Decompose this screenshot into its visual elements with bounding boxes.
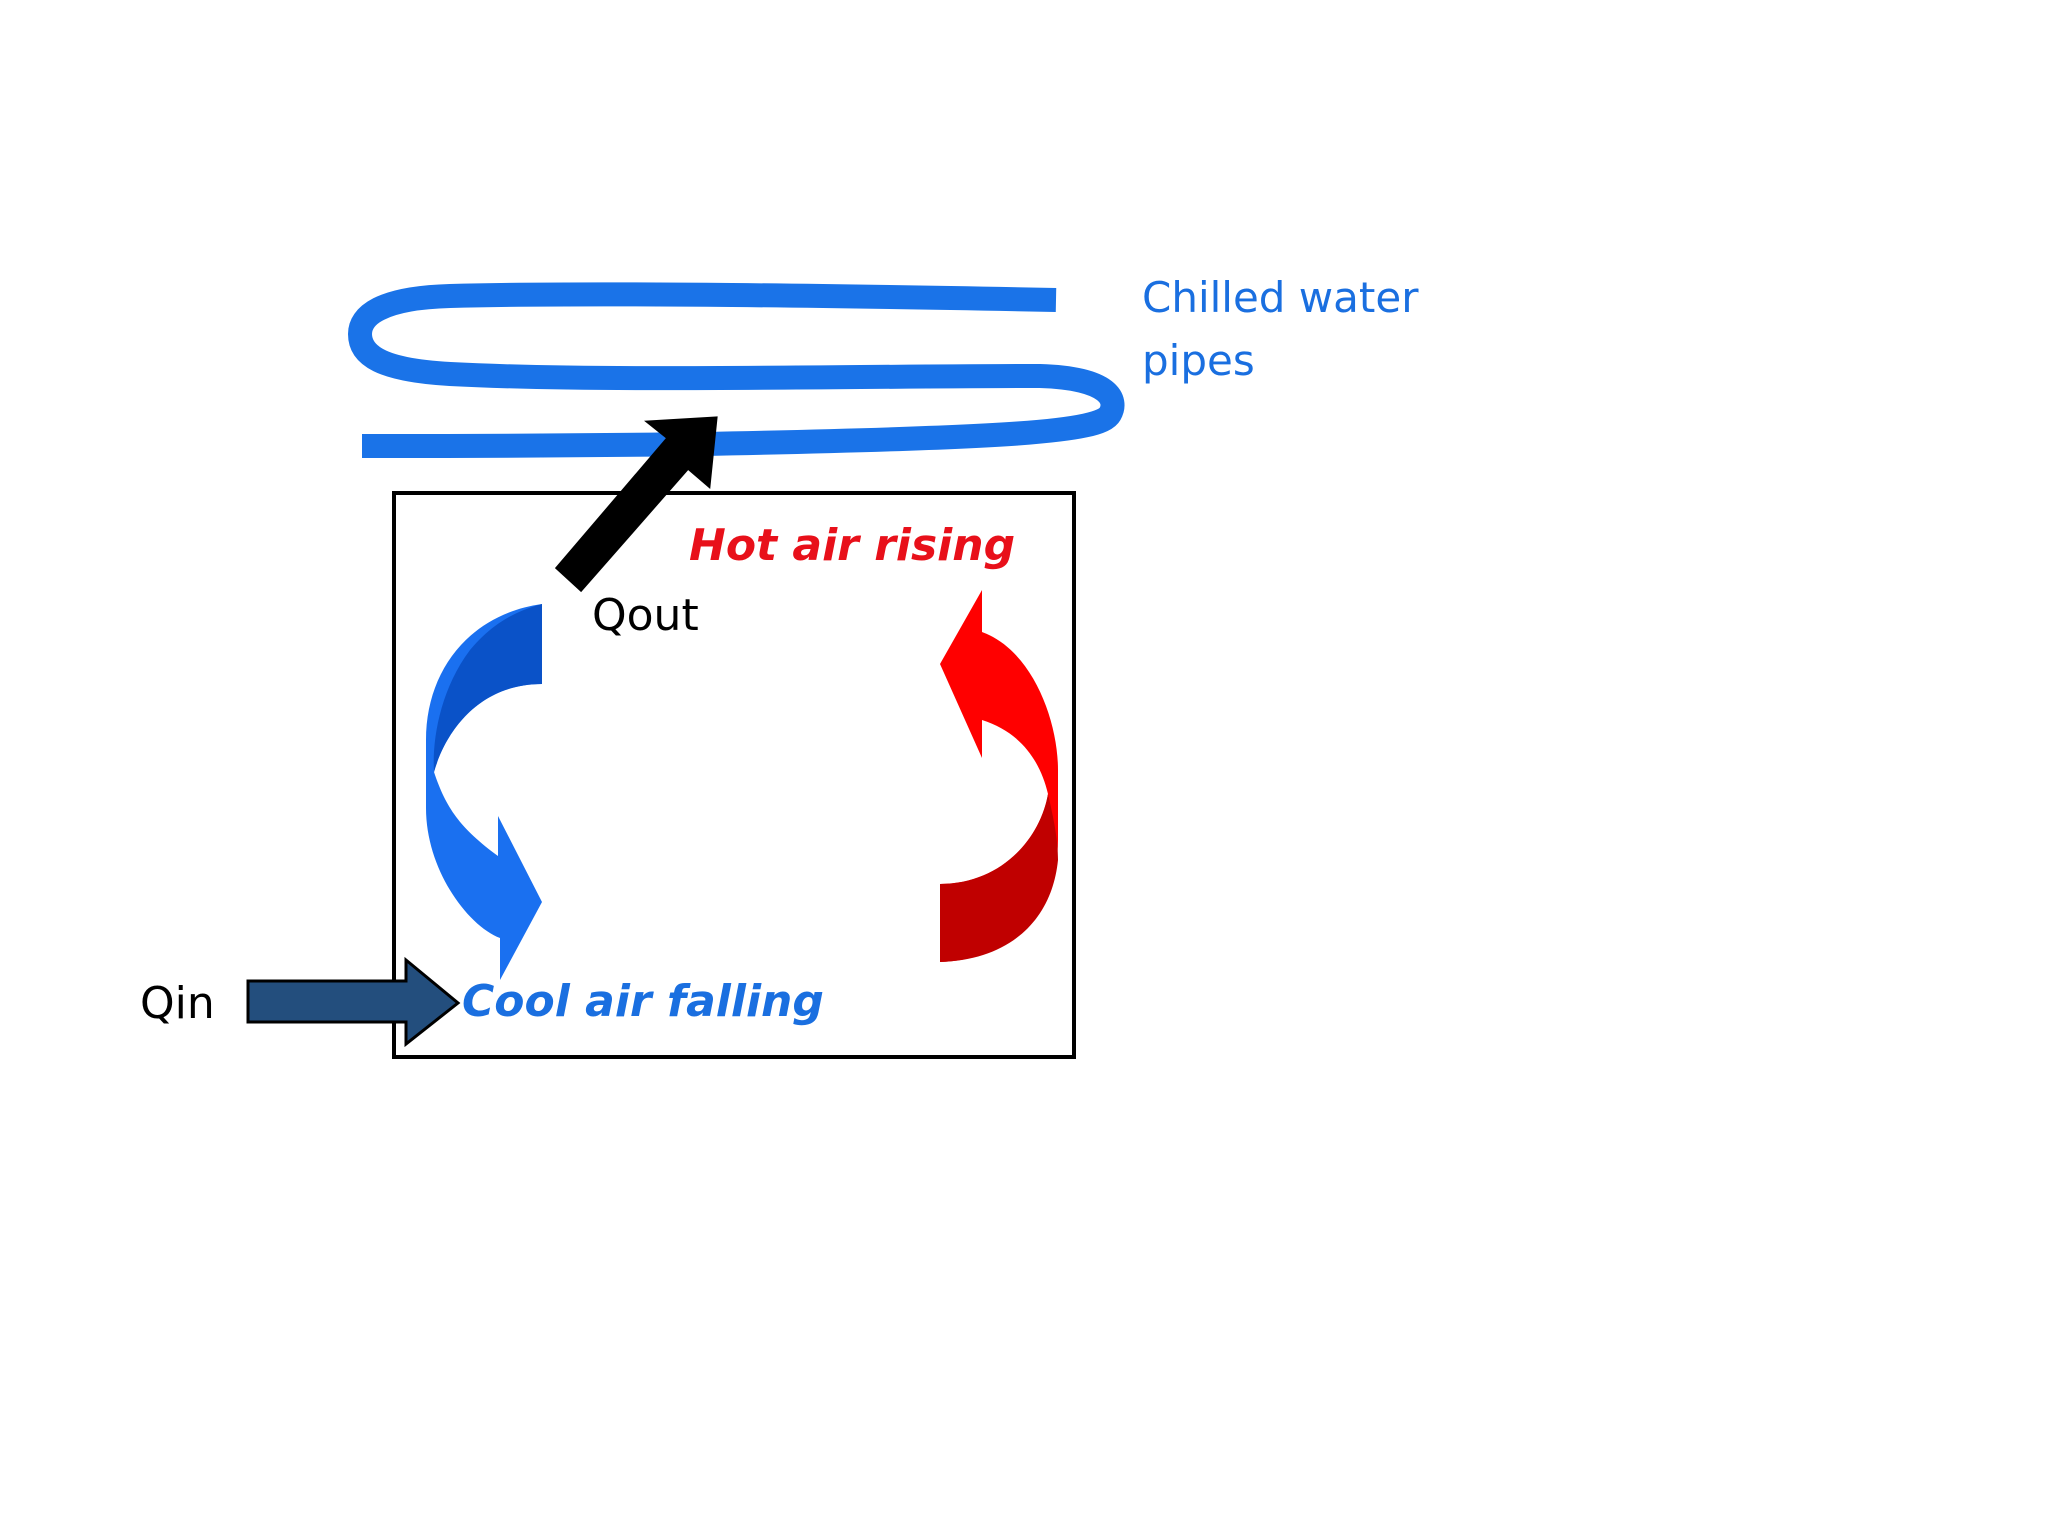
pipes-label-line1: Chilled water <box>1142 273 1419 322</box>
qout-label: Qout <box>592 590 699 641</box>
hot-air-arrow <box>940 590 1058 962</box>
qin-arrow <box>246 956 461 1048</box>
hot-air-label: Hot air rising <box>689 520 1016 571</box>
cool-air-arrow <box>426 604 542 980</box>
room-box <box>392 491 1076 1059</box>
qout-arrow <box>554 416 718 593</box>
chilled-water-pipes-label: Chilled water pipes <box>1142 266 1418 392</box>
pipes-label-line2: pipes <box>1142 336 1255 385</box>
qin-label: Qin <box>140 978 215 1029</box>
cool-air-label: Cool air falling <box>462 976 824 1027</box>
chilled-water-pipe <box>348 282 1125 458</box>
